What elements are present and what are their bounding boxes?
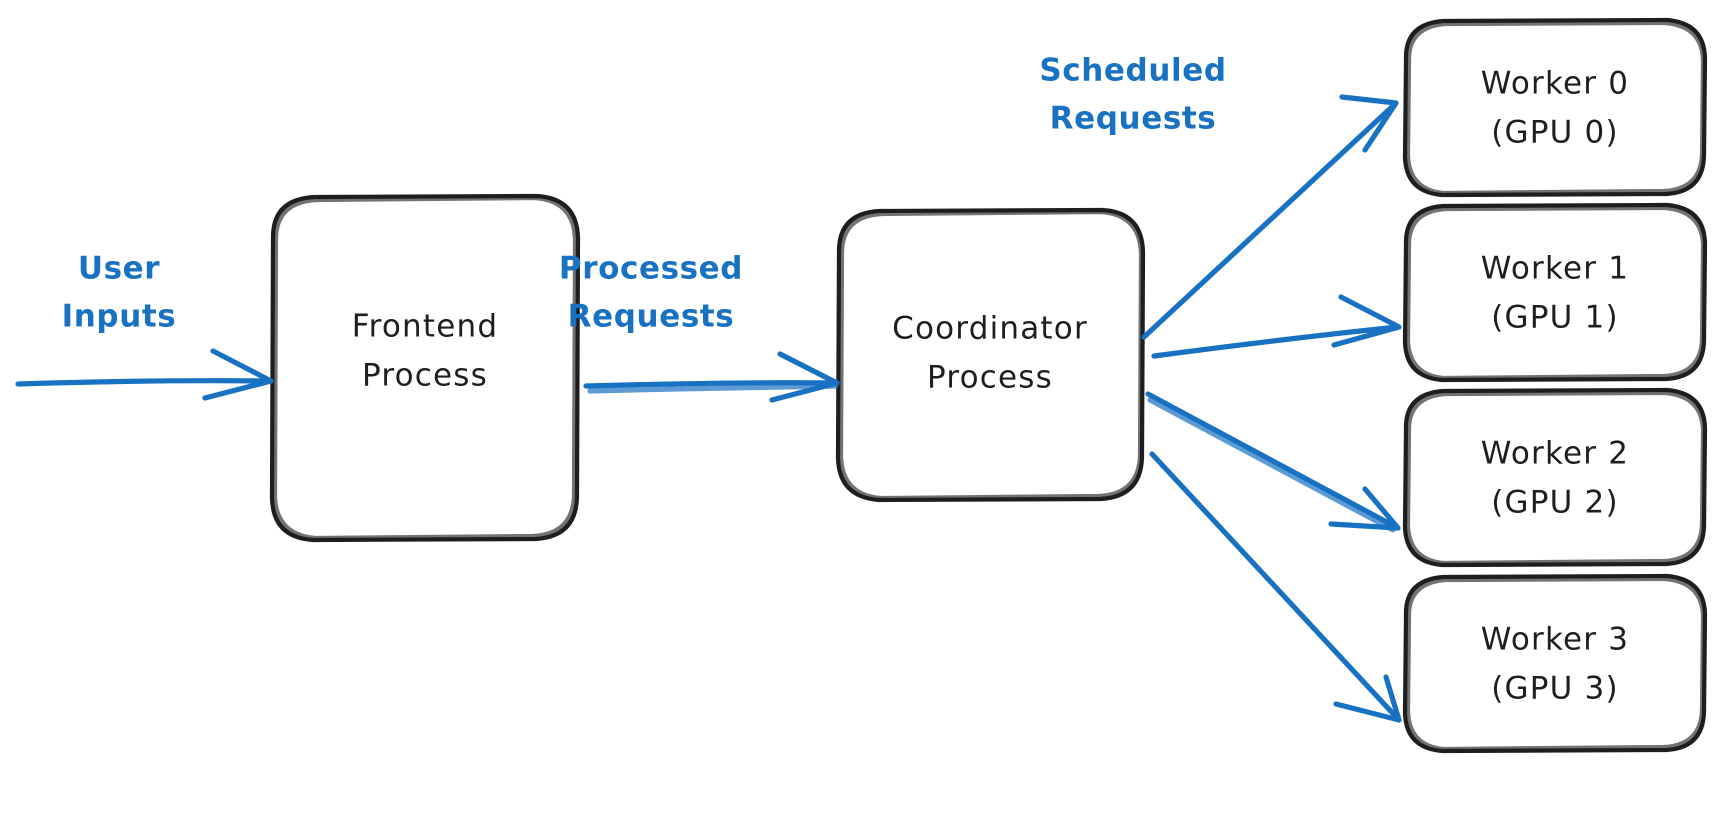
coordinator-worker-2-arrow-shaft-sketch: [1147, 397, 1396, 533]
worker-1-label-line1: Worker 1: [1481, 251, 1629, 287]
worker-0-box-sketch: [1405, 20, 1706, 196]
coordinator-worker-0-arrow-shaft: [1141, 101, 1398, 340]
node-coordinator-process[interactable]: Coordinator Process: [835, 207, 1146, 503]
node-worker-3[interactable]: Worker 3 (GPU 3): [1402, 573, 1708, 754]
worker-2-label-line2: (GPU 2): [1491, 485, 1619, 521]
coordinator-worker-3-arrow-shaft: [1149, 451, 1401, 722]
processed-requests-arrow-head: [769, 351, 840, 403]
coordinator-worker-3-arrow-head: [1333, 674, 1402, 723]
node-worker-1[interactable]: Worker 1 (GPU 1): [1402, 202, 1708, 383]
edge-coordinator-to-worker-0: [1141, 94, 1399, 340]
edge-processed-requests: [583, 351, 840, 403]
worker-3-label-line1: Worker 3: [1481, 622, 1629, 658]
user-inputs-label-line1: User: [78, 251, 160, 287]
coordinator-worker-1-arrow-shaft: [1151, 324, 1401, 359]
worker-0-label-line2: (GPU 0): [1491, 115, 1619, 151]
worker-1-label-line2: (GPU 1): [1491, 300, 1619, 336]
frontend-process-box-sketch: [272, 195, 578, 541]
user-inputs-arrow-head: [202, 348, 274, 401]
worker-2-label-line1: Worker 2: [1481, 436, 1629, 472]
coordinator-worker-0-arrow-head: [1339, 94, 1399, 153]
user-inputs-arrow-shaft: [15, 378, 274, 387]
worker-2-box-sketch: [1405, 390, 1706, 566]
coordinator-process-label-line1: Coordinator: [892, 311, 1088, 347]
coordinator-worker-2-arrow-shaft: [1145, 391, 1399, 530]
node-worker-0[interactable]: Worker 0 (GPU 0): [1402, 17, 1708, 198]
edge-user-inputs: [15, 348, 274, 401]
worker-1-box-sketch: [1405, 205, 1706, 381]
coordinator-worker-2-arrow-head: [1328, 486, 1401, 531]
scheduled-requests-label-line2: Requests: [1050, 101, 1217, 137]
user-inputs-label-line2: Inputs: [62, 299, 177, 335]
node-worker-2[interactable]: Worker 2 (GPU 2): [1402, 387, 1708, 568]
edge-coordinator-to-worker-2: [1145, 391, 1401, 533]
node-frontend-process[interactable]: Frontend Process: [269, 193, 581, 543]
coordinator-process-box-sketch: [838, 209, 1144, 501]
scheduled-requests-label-line1: Scheduled: [1039, 53, 1226, 89]
edge-coordinator-to-worker-3: [1149, 451, 1402, 723]
worker-3-label-line2: (GPU 3): [1491, 671, 1619, 707]
processed-requests-label-line2: Requests: [568, 299, 735, 335]
edge-coordinator-to-worker-1: [1151, 294, 1402, 359]
processed-requests-arrow-shaft-sketch: [587, 383, 839, 394]
coordinator-process-label-line2: Process: [927, 360, 1053, 396]
processed-requests-arrow-shaft: [583, 380, 840, 389]
worker-0-label-line1: Worker 0: [1481, 66, 1629, 102]
frontend-process-label-line2: Process: [362, 358, 488, 394]
coordinator-worker-1-arrow-head: [1331, 294, 1402, 348]
frontend-process-label-line1: Frontend: [352, 309, 498, 345]
processed-requests-label-line1: Processed: [559, 251, 743, 287]
worker-3-box-sketch: [1405, 576, 1706, 752]
